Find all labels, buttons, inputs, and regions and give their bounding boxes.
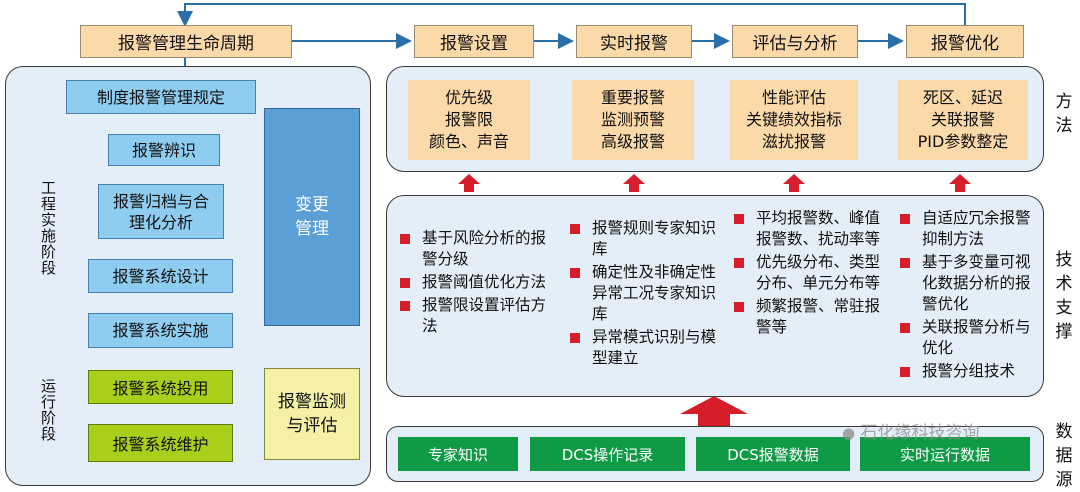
watermark-text: 石化缘科技咨询	[860, 423, 980, 443]
method-2-line-1: 重要报警	[600, 88, 665, 107]
change-management-label: 变更管理	[295, 195, 329, 239]
source-expert: 专家知识	[398, 437, 518, 471]
feedback-loop-line	[177, 3, 966, 27]
stage-alarm-setting: 报警设置	[414, 25, 534, 58]
tech-col-2: 报警规则专家知识库 确定性及非确定性异常工况专家知识库 异常模式识别与模型建立	[570, 218, 722, 371]
tech-col-4: 自适应冗余报警抑制方法 基于多变量可视化数据分析的报警优化 关联报警分析与优化 …	[900, 208, 1040, 384]
method-3-line-3: 滋扰报警	[761, 132, 826, 151]
step-regulation: 制度报警管理规定	[66, 80, 256, 114]
tech-1-item-3: 报警限设置评估方法	[400, 295, 552, 337]
change-management-box: 变更管理	[264, 108, 360, 326]
watermark: ● 石化缘科技咨询	[842, 418, 980, 443]
tech-3-item-2: 优先级分布、类型分布、单元分布等	[734, 252, 886, 294]
source-dcs-operation: DCS操作记录	[530, 437, 685, 471]
monitor-eval-box: 报警监测与评估	[264, 368, 360, 460]
step-design: 报警系统设计	[88, 259, 233, 293]
method-4-line-2: 关联报警	[930, 110, 995, 129]
phase-operation-label: 运行阶段	[39, 378, 57, 442]
method-1-line-2: 报警限	[444, 110, 493, 129]
tech-1-item-1: 基于风险分析的报警分级	[400, 228, 552, 270]
phase-engineering-label: 工程实施阶段	[39, 180, 57, 276]
monitor-eval-label: 报警监测与评估	[278, 392, 346, 436]
tech-2-item-2: 确定性及非确定性异常工况专家知识库	[570, 262, 722, 325]
tech-4-item-2: 基于多变量可视化数据分析的报警优化	[900, 252, 1040, 315]
stage-realtime-alarm: 实时报警	[576, 25, 692, 58]
method-1-line-1: 优先级	[444, 88, 493, 107]
stage-optimization: 报警优化	[906, 25, 1024, 58]
tech-3-item-3: 频繁报警、常驻报警等	[734, 296, 886, 338]
method-1-line-3: 颜色、声音	[428, 132, 509, 151]
tech-2-item-1: 报警规则专家知识库	[570, 218, 722, 260]
method-3-line-1: 性能评估	[761, 88, 826, 107]
tech-3-item-1: 平均报警数、峰值报警数、扰动率等	[734, 208, 886, 250]
big-up-arrow	[680, 396, 748, 426]
method-col-3: 性能评估 关键绩效指标 滋扰报警	[730, 80, 858, 160]
tech-panel	[386, 195, 1044, 397]
method-2-line-3: 高级报警	[600, 132, 665, 151]
tech-4-item-4: 报警分组技术	[900, 361, 1040, 382]
step-identify: 报警辨识	[108, 134, 220, 166]
method-3-line-2: 关键绩效指标	[745, 110, 842, 129]
wechat-icon: ●	[842, 424, 856, 442]
method-2-line-2: 监测预警	[600, 110, 665, 129]
red-up-arrows	[458, 174, 971, 426]
step-maintain: 报警系统维护	[88, 424, 233, 462]
method-col-2: 重要报警 监测预警 高级报警	[572, 80, 694, 160]
stage-lifecycle: 报警管理生命周期	[80, 25, 292, 58]
source-realtime: 实时运行数据	[860, 437, 1030, 471]
step-archive-rationalize: 报警归档与合理化分析	[98, 184, 224, 239]
tech-4-item-3: 关联报警分析与优化	[900, 317, 1040, 359]
side-label-tech: 技术支撑	[1055, 250, 1073, 342]
method-col-1: 优先级 报警限 颜色、声音	[408, 80, 530, 160]
tech-4-item-1: 自适应冗余报警抑制方法	[900, 208, 1040, 250]
method-4-line-1: 死区、延迟	[922, 88, 1003, 107]
step-implement: 报警系统实施	[88, 313, 233, 348]
method-col-4: 死区、延迟 关联报警 PID参数整定	[898, 80, 1028, 160]
step-commission: 报警系统投用	[88, 370, 233, 404]
method-4-line-3: PID参数整定	[917, 132, 1009, 151]
tech-2-item-3: 异常模式识别与模型建立	[570, 327, 722, 369]
tech-1-item-2: 报警阈值优化方法	[400, 272, 552, 293]
side-label-method: 方法	[1055, 92, 1073, 136]
source-dcs-alarm: DCS报警数据	[696, 437, 850, 471]
tech-col-1: 基于风险分析的报警分级 报警阈值优化方法 报警限设置评估方法	[400, 228, 552, 339]
side-label-data: 数据源	[1055, 422, 1073, 490]
stage-evaluation: 评估与分析	[732, 25, 858, 58]
tech-col-3: 平均报警数、峰值报警数、扰动率等 优先级分布、类型分布、单元分布等 频繁报警、常…	[734, 208, 886, 340]
